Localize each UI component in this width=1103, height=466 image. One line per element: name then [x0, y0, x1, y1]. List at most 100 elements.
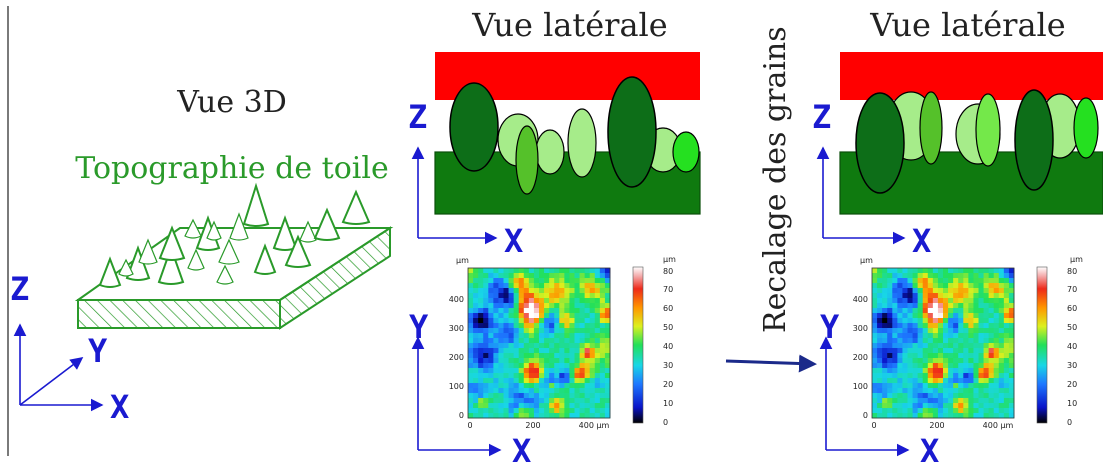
heatmap-cell — [569, 323, 575, 329]
heatmap-cell — [963, 383, 969, 389]
heatmap-cell — [473, 393, 479, 399]
heatmap-cell — [917, 358, 924, 364]
heatmap-cell — [473, 408, 479, 414]
heatmap-cell — [988, 273, 995, 279]
heatmap-cell — [927, 303, 934, 309]
axis-3d-z-label: Z — [10, 270, 29, 308]
heatmap-cell — [943, 338, 949, 344]
heatmap-cell — [513, 318, 520, 324]
cbar-tick: 30 — [1067, 361, 1077, 370]
slab-side-face — [279, 226, 391, 330]
heatmap-cell — [927, 398, 934, 404]
heatmap-cell — [907, 343, 913, 349]
heatmap-cell — [579, 368, 586, 374]
heatmap-cell — [554, 278, 560, 284]
heatmap-cell — [993, 298, 1000, 304]
heatmap-cell — [483, 348, 489, 354]
heatmap-cell — [539, 358, 545, 364]
heatmap-cell — [963, 283, 969, 289]
heatmap-cell — [508, 413, 515, 419]
heatmap-cell — [468, 308, 474, 314]
heatmap-cell — [539, 273, 545, 279]
heatmap-cell — [574, 373, 580, 379]
heatmap-cell — [1003, 273, 1010, 279]
grain-cone — [229, 212, 249, 241]
heatmap-cell — [948, 343, 954, 349]
topography-subtitle: Topographie de toile — [75, 151, 388, 186]
heatmap-cell — [922, 363, 929, 369]
heatmap-cell — [523, 308, 530, 314]
heatmap-cell — [478, 358, 484, 364]
heatmap-cell — [892, 408, 898, 414]
heatmap-cell — [579, 373, 586, 379]
heatmap-cell — [513, 333, 520, 339]
heatmap-cell — [958, 338, 964, 344]
heatmap-cell — [508, 338, 515, 344]
heatmap-cell — [998, 308, 1005, 314]
heatmap-cell — [958, 378, 964, 384]
heatmap-cell — [872, 323, 878, 329]
heatmap-cell — [1008, 343, 1015, 349]
heatmap-cell — [978, 343, 984, 349]
y-tick: 100 — [449, 382, 464, 391]
heatmap-cell — [978, 358, 984, 364]
heatmap-cell — [533, 288, 540, 294]
heatmap-cell — [983, 333, 990, 339]
heatmap-cell — [554, 403, 560, 409]
heatmap-cell — [922, 303, 929, 309]
heatmap-cell — [549, 333, 555, 339]
heatmap-cell — [912, 273, 919, 279]
heatmap-cell — [993, 333, 1000, 339]
heatmap-cell — [907, 333, 913, 339]
heatmap-cell — [579, 348, 586, 354]
heatmap-cell — [912, 408, 919, 414]
heatmap-cell — [533, 328, 540, 334]
heatmap-cell — [978, 348, 984, 354]
heatmap-cell — [973, 323, 979, 329]
heatmap-cell — [892, 398, 898, 404]
heatmap-cell — [584, 288, 591, 294]
heatmap-cell — [528, 403, 535, 409]
heatmap-cell — [917, 288, 924, 294]
heatmap-cell — [892, 358, 898, 364]
heatmap-cell — [927, 328, 934, 334]
heatmap-cell — [559, 308, 565, 314]
heatmap-cell — [907, 408, 913, 414]
heatmap-cell — [937, 388, 944, 394]
heatmap-cell — [559, 343, 565, 349]
heatmap-2-colorbar — [1036, 266, 1048, 424]
heatmap-cell — [594, 283, 601, 289]
heatmap-cell — [958, 293, 964, 299]
heatmap-cell — [953, 333, 959, 339]
cbar-tick: 10 — [1067, 399, 1077, 408]
heatmap-cell — [498, 313, 504, 319]
heatmap-cell — [943, 368, 949, 374]
heatmap-cell — [569, 368, 575, 374]
heatmap-cell — [483, 328, 489, 334]
heatmap-cell — [483, 368, 489, 374]
heatmap-cell — [544, 298, 550, 304]
heatmap-cell — [574, 273, 580, 279]
heatmap-cell — [569, 378, 575, 384]
heatmap-cell — [493, 338, 499, 344]
heatmap-cell — [882, 308, 888, 314]
heatmap-cell — [523, 388, 530, 394]
heatmap-cell — [983, 278, 990, 284]
heatmap-cell — [1003, 328, 1010, 334]
heatmap-cell — [589, 363, 596, 369]
heatmap-cell — [917, 353, 924, 359]
heatmap-cell — [902, 323, 908, 329]
heatmap-cell — [887, 318, 893, 324]
heatmap-cell — [518, 373, 525, 379]
heatmap-cell — [932, 283, 939, 289]
heatmap-cell — [993, 283, 1000, 289]
heatmap-cell — [872, 268, 878, 274]
heatmap-cell — [963, 268, 969, 274]
heatmap-cell — [988, 328, 995, 334]
heatmap-cell — [483, 278, 489, 284]
grain-cone — [313, 207, 341, 241]
heatmap-cell — [963, 363, 969, 369]
heatmap-cell — [594, 393, 601, 399]
heatmap-cell — [604, 338, 611, 344]
heatmap-cell — [973, 353, 979, 359]
